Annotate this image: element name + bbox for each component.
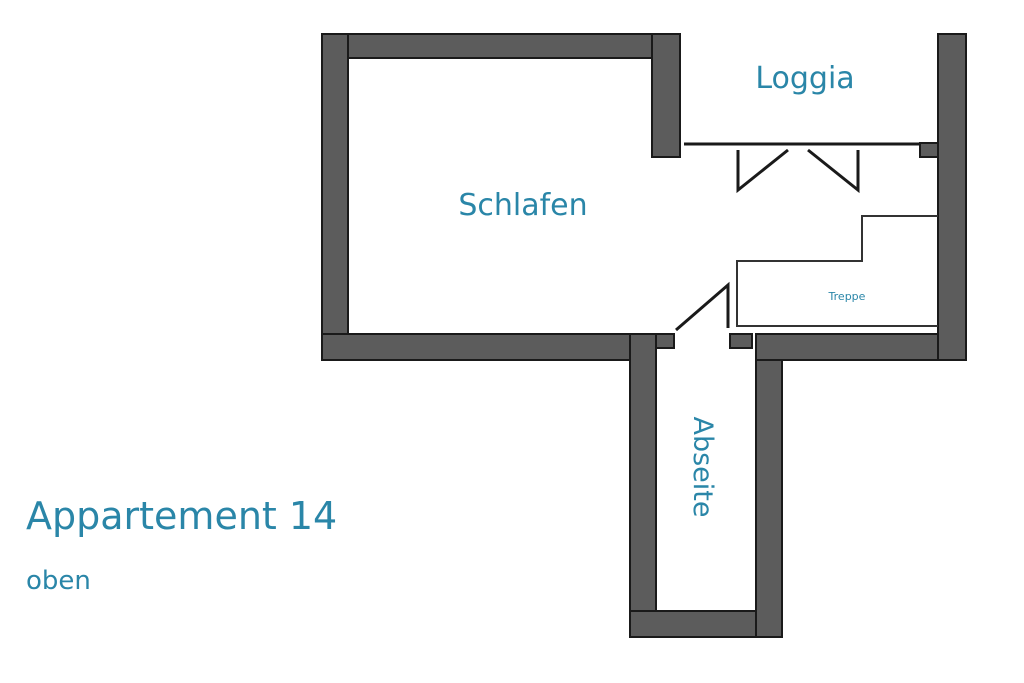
door-jamb — [919, 142, 939, 158]
wall-abseite-right — [755, 333, 783, 638]
wall-top — [321, 33, 681, 59]
stair-outline — [736, 215, 938, 327]
door-jamb — [655, 333, 675, 349]
wall-abseite-left — [629, 333, 657, 638]
wall-left — [321, 33, 349, 361]
apartment-title: Appartement 14 — [26, 494, 338, 538]
wall-schlafen-bottom — [321, 333, 657, 361]
walls — [321, 33, 967, 638]
wall-right — [937, 33, 967, 361]
wall-bottom-right — [755, 333, 967, 361]
loggia-door-left — [736, 148, 789, 194]
floor-subtitle: oben — [26, 566, 91, 596]
wall-schlafen-right — [651, 33, 681, 158]
abseite-door — [675, 281, 730, 332]
room-label-treppe: Treppe — [828, 290, 866, 303]
loggia-door-right — [807, 148, 860, 194]
room-label-schlafen: Schlafen — [458, 188, 587, 223]
room-label-loggia: Loggia — [755, 61, 854, 96]
room-label-abseite: Abseite — [687, 417, 718, 518]
door-jamb — [729, 333, 753, 349]
